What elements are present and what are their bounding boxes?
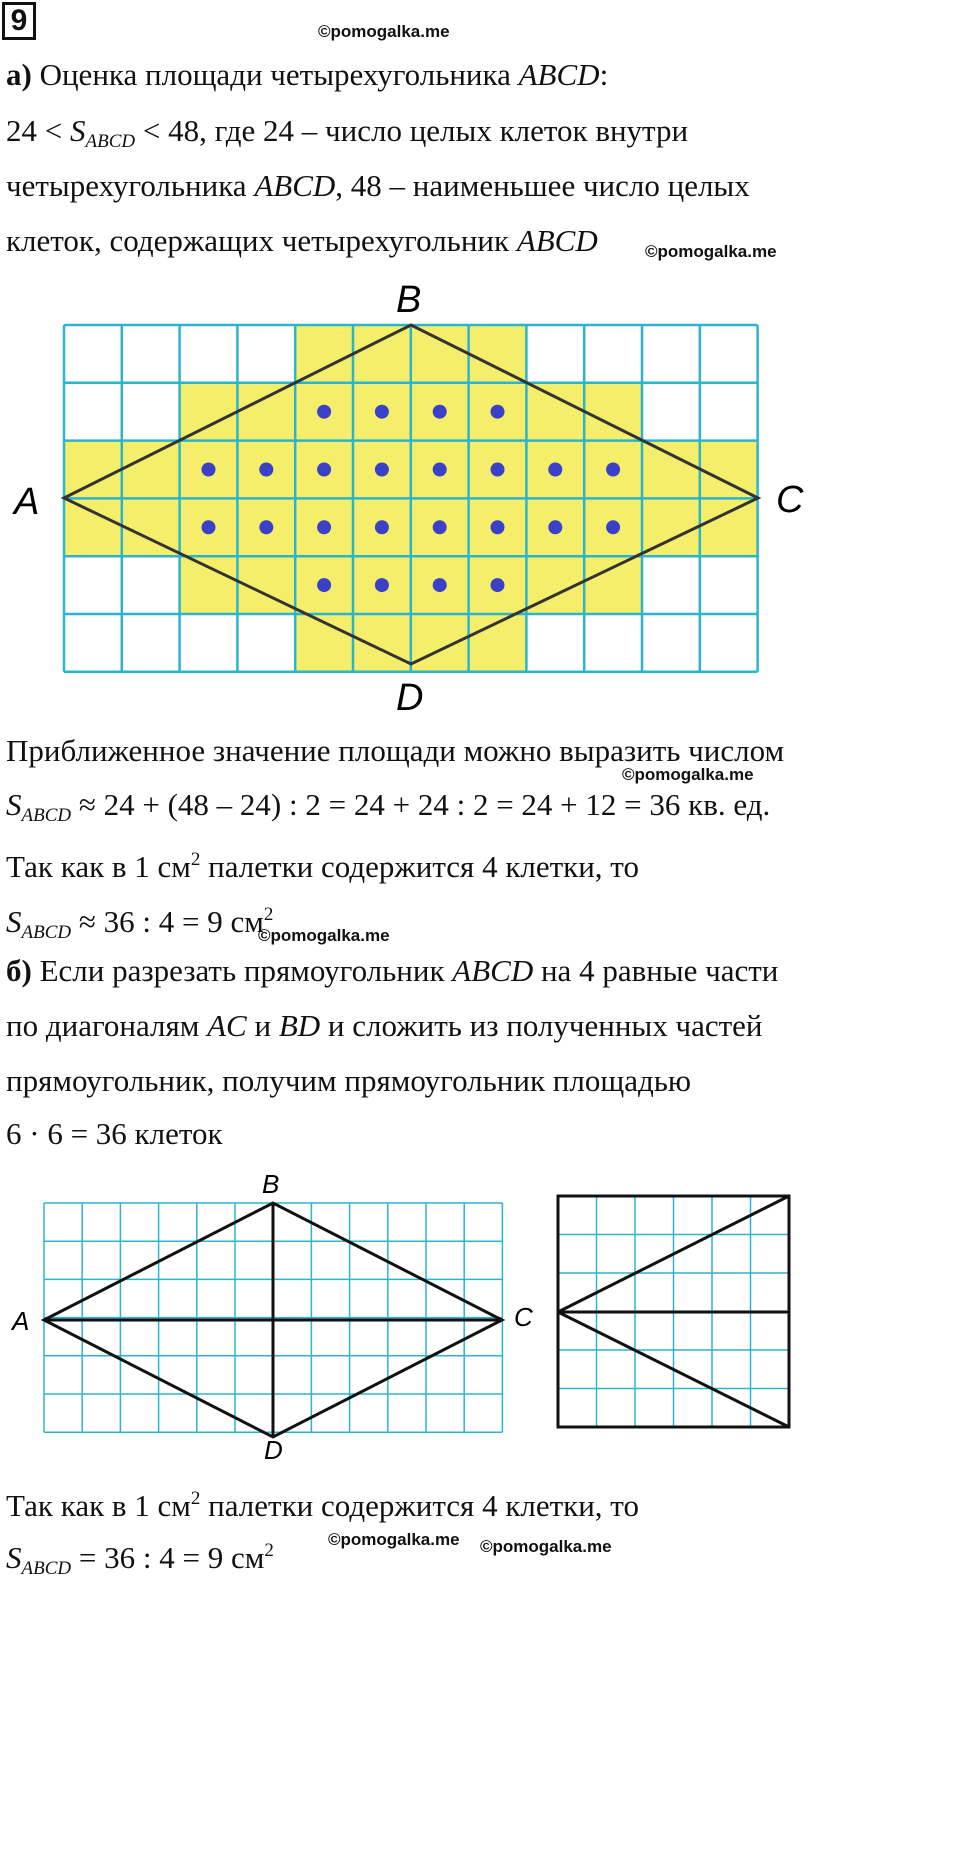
palette-text-b: Так как в 1 см2 палетки содержится 4 кле… — [6, 1480, 639, 1525]
var: S — [6, 1540, 22, 1575]
full-cell-dot — [548, 462, 563, 477]
text: ≈ 36 : 4 = 9 см — [71, 904, 264, 939]
subscript: ABCD — [21, 922, 72, 943]
text: Если разрезать прямоугольник — [31, 953, 453, 988]
vertex-label-c: C — [776, 479, 804, 521]
text: Так как в 1 см — [6, 849, 191, 884]
vertex-label-d: D — [264, 1435, 283, 1465]
superscript: 2 — [264, 1540, 274, 1561]
figure-rhombus-estimate: A B C D — [12, 279, 804, 719]
subscript: ABCD — [21, 1558, 72, 1579]
vertex-label-b: B — [262, 1169, 279, 1199]
full-cell-dot — [432, 404, 447, 419]
part-a-line-3: четырехугольника ABCD, 48 – наименьшее ч… — [6, 167, 750, 205]
formula-result-a: SABCD ≈ 36 : 4 = 9 см2 — [6, 896, 273, 952]
part-b-line-1: б) Если разрезать прямоугольник ABCD на … — [6, 952, 778, 990]
vertex-label-d: D — [396, 677, 423, 719]
vertex-label-a: A — [10, 1306, 29, 1336]
part-a-line-1: а) Оценка площади четырехугольника ABCD: — [6, 56, 608, 94]
full-cell-dot — [432, 462, 447, 477]
full-cell-dot — [201, 520, 216, 535]
approx-text: Приближенное значение площади можно выра… — [6, 733, 785, 768]
rhombus-abcd — [60, 323, 762, 666]
full-cell-dot — [374, 520, 389, 535]
full-cell-dot — [317, 520, 332, 535]
text: палетки содержится 4 клетки, то — [200, 1488, 639, 1523]
text: < 48, где 24 – число целых клеток внутри — [135, 113, 689, 148]
text: на 4 равные части — [533, 953, 779, 988]
text: = 36 : 4 = 9 см — [71, 1540, 265, 1575]
full-cell-dot — [432, 520, 447, 535]
full-cell-dot — [490, 578, 505, 593]
full-cell-dot — [374, 462, 389, 477]
cut-lower — [557, 1310, 790, 1429]
part-a-line-2: 24 < SABCD < 48, где 24 – число целых кл… — [6, 112, 688, 161]
watermark: ©pomogalka.me — [622, 765, 754, 784]
cut-upper — [557, 1194, 790, 1314]
vertex-label-a: A — [12, 481, 39, 523]
full-cell-dot — [374, 578, 389, 593]
watermark: ©pomogalka.me — [645, 242, 777, 261]
full-cell-dot — [317, 404, 332, 419]
text: ≈ 24 + (48 – 24) : 2 = 24 + 24 : 2 = 24 … — [71, 787, 771, 822]
full-cell-dot — [490, 520, 505, 535]
subscript: ABCD — [85, 131, 136, 152]
superscript: 2 — [190, 1488, 201, 1509]
full-cell-dot — [490, 462, 505, 477]
part-a-line-4: клеток, содержащих четырехугольник ABCD — [6, 222, 598, 260]
part-b-label: б) — [6, 953, 32, 988]
full-cell-dot — [201, 462, 216, 477]
var: AC — [207, 1008, 247, 1043]
full-cell-dot — [606, 462, 621, 477]
watermark: ©pomogalka.me — [480, 1537, 612, 1556]
text: Оценка площади четырехугольника — [31, 57, 519, 92]
text: : — [599, 57, 609, 92]
var: ABCD — [516, 223, 598, 258]
superscript: 2 — [190, 849, 201, 870]
part-b-line-4: 6 · 6 = 36 клеток — [6, 1116, 223, 1151]
part-a-label: а) — [6, 57, 32, 92]
watermark: ©pomogalka.me — [318, 22, 450, 41]
text: Так как в 1 см — [6, 1488, 191, 1523]
full-cell-dot — [548, 520, 563, 535]
full-cell-dot — [432, 578, 447, 593]
part-b-line-3: прямоугольник, получим прямоугольник пло… — [6, 1063, 692, 1098]
var: ABCD — [518, 57, 600, 92]
full-cell-dot — [259, 520, 274, 535]
formula-result-b: SABCD = 36 : 4 = 9 см2 — [6, 1532, 274, 1588]
formula-approx: SABCD ≈ 24 + (48 – 24) : 2 = 24 + 24 : 2… — [6, 786, 770, 835]
var: ABCD — [254, 168, 336, 203]
text: и — [246, 1008, 279, 1043]
full-cell-dot — [374, 404, 389, 419]
problem-number: 9 — [2, 2, 36, 40]
palette-text-a: Так как в 1 см2 палетки содержится 4 кле… — [6, 841, 639, 886]
full-cell-dot — [317, 578, 332, 593]
full-cell-dot — [317, 462, 332, 477]
vertex-label-c: C — [514, 1302, 533, 1332]
figure-reassembled-square — [556, 1194, 791, 1429]
part-b-line-2: по диагоналям AC и BD и сложить из получ… — [6, 1007, 763, 1045]
superscript: 2 — [263, 904, 274, 925]
text: , 48 – наименьшее число целых — [335, 168, 750, 203]
text: палетки содержится 4 клетки, то — [200, 849, 639, 884]
text: по диагоналям — [6, 1008, 208, 1043]
full-cell-dot — [259, 462, 274, 477]
var: S — [6, 904, 22, 939]
var: S — [69, 113, 86, 148]
full-cell-dot — [490, 404, 505, 419]
figure-rhombus-diagonals: A B C D — [10, 1169, 533, 1465]
text: клеток, содержащих четырехугольник — [6, 223, 517, 258]
vertex-label-b: B — [396, 279, 421, 321]
text: четырехугольника — [6, 168, 255, 203]
text: 24 < — [6, 113, 70, 148]
watermark: ©pomogalka.me — [328, 1530, 460, 1549]
var: S — [6, 787, 22, 822]
watermark: ©pomogalka.me — [258, 926, 390, 945]
full-cell-dot — [606, 520, 621, 535]
var: ABCD — [452, 953, 534, 988]
subscript: ABCD — [21, 805, 72, 826]
var: BD — [278, 1008, 321, 1043]
text: и сложить из полученных частей — [320, 1008, 763, 1043]
